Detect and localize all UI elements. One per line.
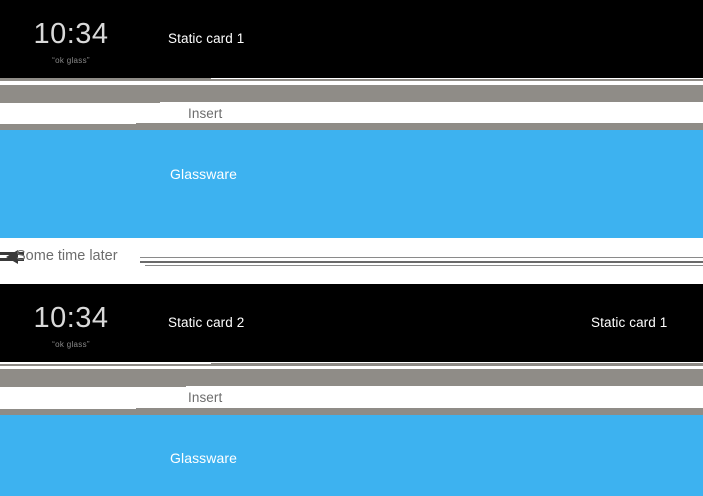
timeline-band-gray-top-1-right xyxy=(211,79,703,82)
clock-time: 10:34 xyxy=(33,18,109,50)
band-gap-white-2b xyxy=(0,366,703,369)
card-label-glassware-1: Glassware xyxy=(170,166,238,182)
clock-hint: “ok glass” xyxy=(52,340,90,349)
divider-rule-upper xyxy=(140,257,703,258)
glass-clock-2: 10:34 “ok glass” xyxy=(28,304,114,349)
band-gap-white-1b xyxy=(0,81,703,85)
card-label-glassware-2: Glassware xyxy=(170,450,238,466)
glass-clock-1: 10:34 “ok glass” xyxy=(28,20,114,65)
card-label-insert-1: Insert xyxy=(188,106,223,121)
timeline-band-gray-top-2 xyxy=(0,369,703,386)
timeline-band-gray-top-1 xyxy=(0,85,703,102)
clock-time: 10:34 xyxy=(33,302,109,334)
card-label-static-card-1-top: Static card 1 xyxy=(168,31,245,46)
timeline-band-gray-bottom-2-right xyxy=(136,408,703,415)
timeline-band-glassware-1 xyxy=(0,130,703,238)
timeline-band-gray-top-2-right xyxy=(211,363,703,366)
divider-caption: Some time later xyxy=(16,248,118,264)
insert-band-edge-1 xyxy=(0,102,160,103)
card-label-insert-2: Insert xyxy=(188,390,223,405)
timeline-band-insert-1 xyxy=(0,102,703,127)
timeline-band-home-2 xyxy=(0,284,703,362)
timeline-band-insert-2 xyxy=(0,386,703,411)
timeline-band-gray-top-1-left xyxy=(0,78,211,81)
timeline-band-gray-bottom-1-left xyxy=(0,124,136,130)
timeline-divider-row xyxy=(0,238,703,282)
timeline-band-gray-bottom-1-right xyxy=(136,123,703,130)
card-label-static-card-2: Static card 2 xyxy=(168,315,245,330)
timeline-band-gray-top-2-left xyxy=(0,364,211,366)
timeline-band-home-1 xyxy=(0,0,703,78)
divider-rule-lower xyxy=(140,261,703,263)
divider-rule-tail xyxy=(145,265,703,266)
card-label-static-card-1-bottom: Static card 1 xyxy=(591,315,668,330)
timeline-arrow-icon xyxy=(0,250,24,264)
timeline-band-gray-bottom-2-left xyxy=(0,409,136,415)
insert-band-edge-2 xyxy=(0,386,186,387)
clock-hint: “ok glass” xyxy=(52,56,90,65)
timeline-band-glassware-2 xyxy=(0,415,703,496)
